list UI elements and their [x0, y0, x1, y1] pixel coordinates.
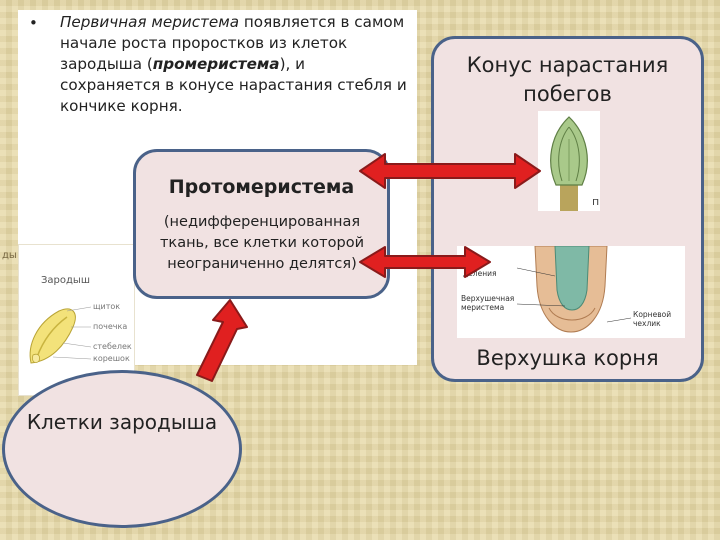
corner-tag: ды — [2, 250, 17, 261]
embryo-seed-drawing — [29, 308, 76, 364]
root-tip-icon — [516, 246, 632, 333]
root-tip-title: Верхушка корня — [476, 346, 659, 370]
embryo-title: Зародыш — [41, 275, 90, 286]
protomeristem-description: (недифференцированная ткань, все клетки … — [159, 214, 364, 272]
root-tip-image: Зона деления Верхушечная меристема Корне… — [457, 246, 685, 338]
embryo-label-root: корешок — [93, 354, 130, 363]
right-panel: Конус нарастания побегов п Зона деления … — [431, 36, 704, 382]
protomeristem-box: Протомеристема (недифференцированная тка… — [133, 149, 390, 299]
root-cap-label: Корневой чехлик — [633, 310, 672, 328]
protomeristem-title: Протомеристема — [168, 176, 355, 198]
shoot-bud-icon — [550, 116, 588, 211]
primary-meristem-text: Первичная меристема появляется в самом н… — [60, 12, 410, 117]
embryo-leader-lines — [52, 306, 92, 360]
embryo-label-stem: стебелек — [93, 342, 132, 351]
primary-meristem-term: Первичная меристема — [60, 13, 240, 31]
root-apex-label: Верхушечная меристема — [461, 294, 515, 312]
bud-letter: п — [592, 195, 600, 208]
primary-meristem-text-b: ), и сохраняется в конусе нарастания сте… — [60, 55, 407, 115]
embryo-label-shield: щиток — [93, 302, 121, 311]
root-zone-label: Зона деления — [463, 260, 497, 278]
primary-meristem-text-a: появляется в самом начале роста проростк… — [60, 13, 405, 73]
bullet-marker: • — [29, 14, 38, 32]
embryo-cells-label: Клетки зародыша — [26, 410, 218, 434]
embryo-label-bud: почечка — [93, 322, 128, 331]
promeristem-term: промеристема — [152, 55, 280, 73]
shoot-apex-image — [538, 111, 600, 211]
embryo-cells-oval: Клетки зародыша — [2, 370, 242, 528]
shoot-apex-title: Конус нарастания побегов — [466, 53, 669, 106]
